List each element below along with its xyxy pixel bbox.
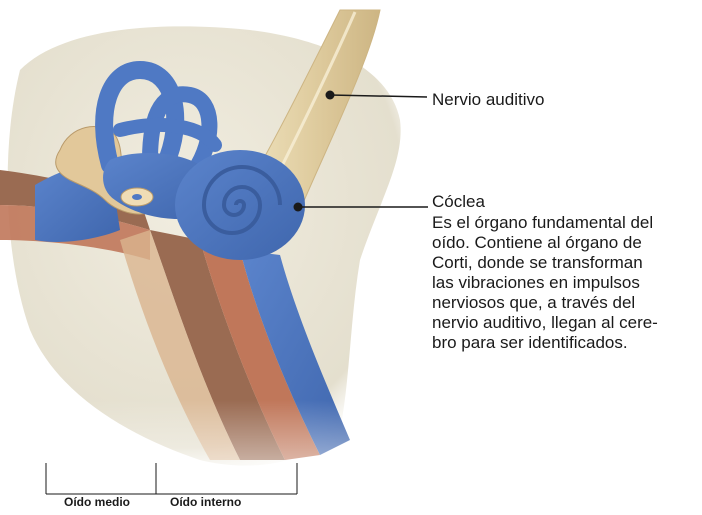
nervio-marker-dot xyxy=(326,91,335,100)
coclea-title-label: Cóclea xyxy=(432,192,485,212)
coclea-description-line: nervio auditivo, llegan al cere- xyxy=(432,313,700,333)
oido-medio-label: Oído medio xyxy=(64,495,130,509)
coclea-description-line: oído. Contiene al órgano de xyxy=(432,233,700,253)
coclea-description-line: las vibraciones en impulsos xyxy=(432,273,700,293)
oido-interno-label: Oído interno xyxy=(170,495,241,509)
coclea-description-line: bro para ser identificados. xyxy=(432,333,700,353)
coclea-description: Es el órgano fundamental del oído. Conti… xyxy=(432,213,700,353)
coclea-description-line: Corti, donde se transforman xyxy=(432,253,700,273)
coclea-description-line: nerviosos que, a través del xyxy=(432,293,700,313)
coclea-marker-dot xyxy=(294,203,303,212)
cochlea-shape xyxy=(175,150,305,260)
nervio-auditivo-label: Nervio auditivo xyxy=(432,90,544,110)
coclea-description-line: Es el órgano fundamental del xyxy=(432,213,700,233)
